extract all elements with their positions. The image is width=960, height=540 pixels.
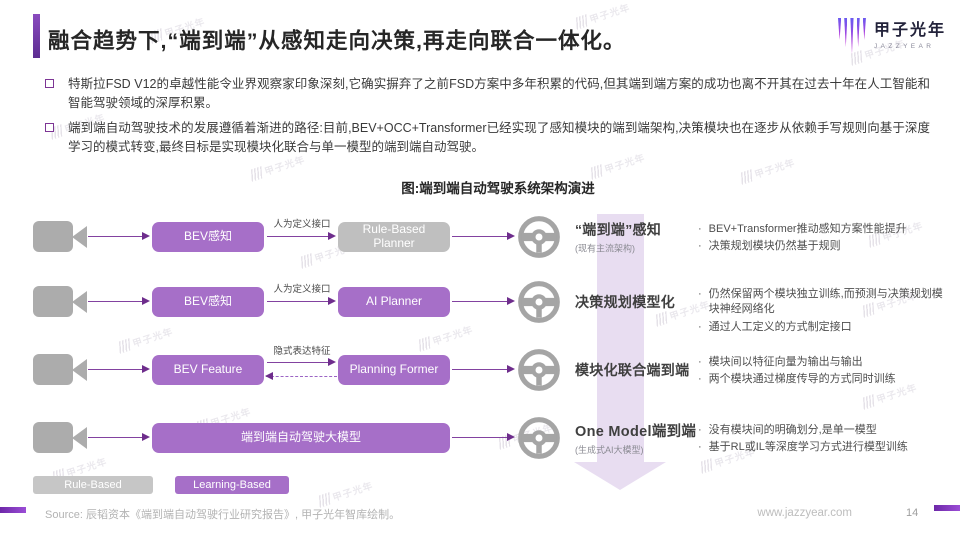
corner-accent-left — [0, 507, 26, 513]
gradient-back-arrow — [265, 371, 337, 380]
logo-subtitle: JAZZYEAR — [873, 43, 935, 50]
website-url: www.jazzyear.com — [757, 507, 852, 519]
interface-label: 人为定义接口 — [273, 284, 331, 295]
flow-arrow — [452, 232, 515, 240]
flow-arrow — [267, 297, 336, 305]
page-number: 14 — [906, 507, 919, 519]
intro-bullet-text: 特斯拉FSD V12的卓越性能令业界观察家印象深刻,它确实摒弃了之前FSD方案中… — [68, 77, 930, 111]
evolution-arrow-band — [597, 214, 644, 462]
jazzyear-logo: 甲子光年 JAZZYEAR — [838, 16, 946, 54]
flow-arrow — [88, 365, 150, 373]
module-box-bev-perception: BEV感知 — [152, 222, 264, 252]
stage-points: ·仍然保留两个模块独立训练,而预测与决策规划模块神经网络化 ·通过人工定义的方式… — [698, 288, 943, 333]
flow-arrow — [452, 297, 515, 305]
stage-label: 决策规划模型化 — [575, 294, 676, 310]
stage-points: ·BEV+Transformer推动感知方案性能提升 ·决策规划模块仍然基于规则 — [698, 223, 907, 253]
evolution-arrow-tip — [574, 462, 666, 490]
flow-arrow — [452, 365, 515, 373]
diagram-row-4: 端到端自动驾驶大模型 One Model端到端 (生成式AI大模型) ·没有模块… — [0, 410, 960, 466]
legend-learning-based: Learning-Based — [175, 476, 289, 494]
square-bullet-icon — [45, 123, 54, 132]
feature-label: 隐式表达特征 — [273, 346, 331, 357]
flow-arrow — [88, 297, 150, 305]
steering-wheel-icon — [518, 281, 560, 323]
steering-wheel-icon — [518, 216, 560, 258]
flow-arrow — [452, 433, 515, 441]
intro-bullet-1: 特斯拉FSD V12的卓越性能令业界观察家印象深刻,它确实摒弃了之前FSD方案中… — [45, 75, 930, 114]
diagram-row-2: BEV感知 人为定义接口 AI Planner 决策规划模型化 ·仍然保留两个模… — [0, 274, 960, 333]
source-note: Source: 辰韬资本《端到端自动驾驶行业研究报告》, 甲子光年智库绘制。 — [45, 509, 401, 521]
diagram-row-1: BEV感知 人为定义接口 Rule-Based Planner “端到端”感知 … — [0, 209, 960, 265]
logo-bars-icon — [838, 16, 866, 54]
steering-wheel-icon — [518, 417, 560, 459]
intro-bullet-text: 端到端自动驾驶技术的发展遵循着渐进的路径:目前,BEV+OCC+Transfor… — [68, 121, 930, 155]
flow-arrow — [267, 232, 336, 240]
logo-name: 甲子光年 — [873, 22, 946, 39]
flow-arrow — [88, 232, 150, 240]
corner-accent-right — [934, 505, 960, 511]
stage-label: 模块化联合端到端 — [575, 362, 690, 378]
intro-bullet-2: 端到端自动驾驶技术的发展遵循着渐进的路径:目前,BEV+OCC+Transfor… — [45, 119, 930, 158]
module-box-planning-former: Planning Former — [338, 355, 450, 385]
camera-icon — [33, 353, 89, 387]
stage-points: ·没有模块间的明确划分,是单一模型 ·基于RL或IL等深度学习方式进行模型训练 — [698, 424, 908, 454]
module-box-e2e-model: 端到端自动驾驶大模型 — [152, 423, 450, 453]
module-box-bev-perception: BEV感知 — [152, 287, 264, 317]
diagram-row-3: BEV Feature 隐式表达特征 Planning Former 模块化联合… — [0, 342, 960, 398]
flow-arrow — [88, 433, 150, 441]
diagram-title: 图:端到端自动驾驶系统架构演进 — [401, 181, 595, 196]
stage-label: “端到端”感知 (现有主流架构) — [575, 221, 662, 254]
jazzyear-watermark: 甲子光年 — [317, 478, 375, 509]
camera-icon — [33, 421, 89, 455]
camera-icon — [33, 285, 89, 319]
module-box-ai-planner: AI Planner — [338, 287, 450, 317]
legend-rule-based: Rule-Based — [33, 476, 153, 494]
flow-arrow — [267, 358, 336, 366]
camera-icon — [33, 220, 89, 254]
interface-label: 人为定义接口 — [273, 219, 331, 230]
page-title: 融合趋势下,“端到端”从感知走向决策,再走向联合一体化。 — [48, 29, 626, 53]
square-bullet-icon — [45, 79, 54, 88]
steering-wheel-icon — [518, 349, 560, 391]
stage-points: ·模块间以特征向量为输出与输出 ·两个模块通过梯度传导的方式同时训练 — [698, 356, 896, 386]
title-accent-bar — [33, 14, 40, 58]
module-box-bev-feature: BEV Feature — [152, 355, 264, 385]
module-box-rule-based-planner: Rule-Based Planner — [338, 222, 450, 252]
stage-label: One Model端到端 (生成式AI大模型) — [575, 424, 697, 455]
